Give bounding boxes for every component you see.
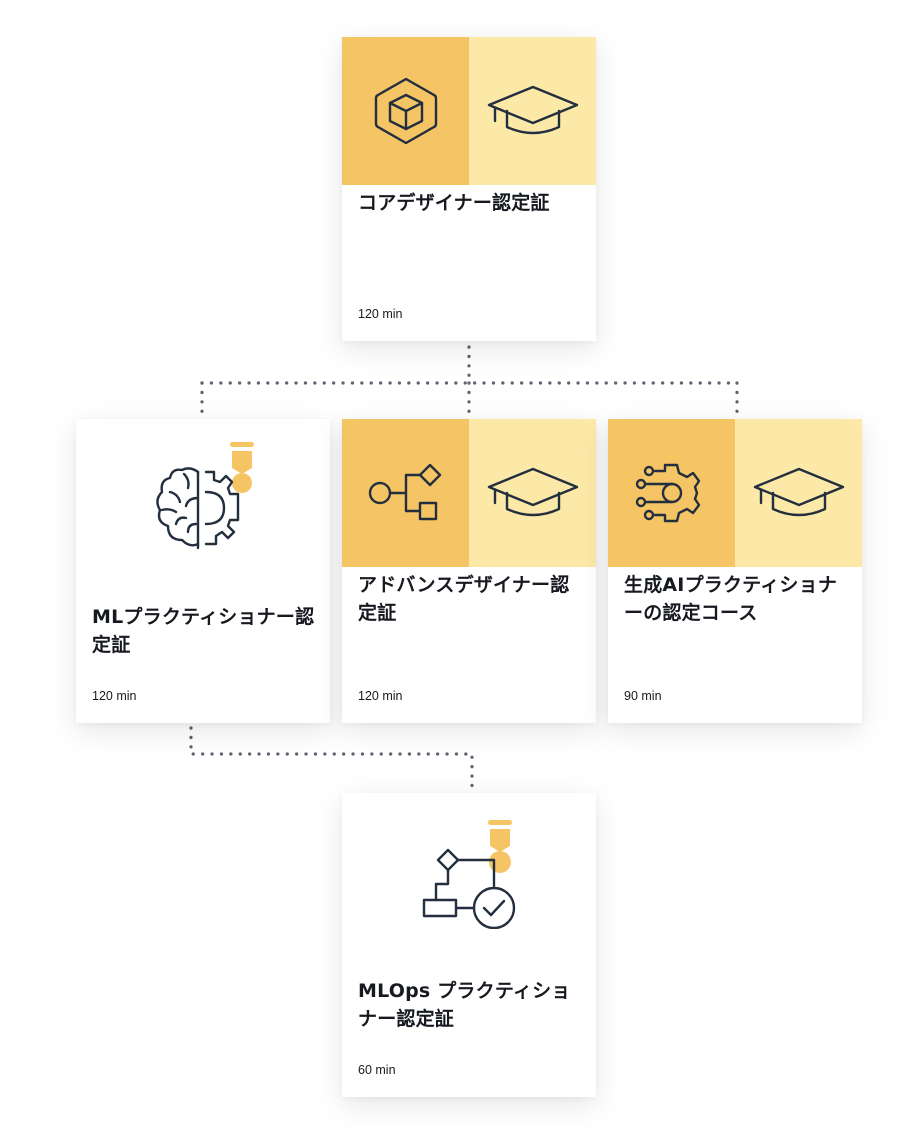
category-icon-panel	[608, 419, 735, 567]
card-genai-practitioner[interactable]: 生成AIプラクティショナーの認定コース 90 min	[608, 419, 862, 723]
workflow-check-icon	[422, 819, 516, 929]
card-mlops-practitioner[interactable]: MLOps プラクティショナー認定証 60 min	[342, 793, 596, 1097]
card-duration: 120 min	[358, 689, 403, 703]
brain-gear-icon	[156, 442, 254, 550]
category-icon-panel	[342, 419, 469, 567]
circuit-gear-icon	[635, 463, 700, 523]
flow-branch-icon	[368, 463, 441, 521]
card-header	[608, 419, 862, 567]
cube-hexagon-icon	[374, 77, 437, 145]
badge-icon-area	[76, 419, 330, 567]
card-ml-practitioner[interactable]: MLプラクティショナー認定証 120 min	[76, 419, 330, 723]
graduation-cap-icon	[487, 467, 578, 517]
card-duration: 90 min	[624, 689, 662, 703]
card-title: アドバンスデザイナー認定証	[358, 574, 570, 624]
type-icon-panel	[469, 37, 596, 185]
card-title: MLOps プラクティショナー認定証	[358, 980, 571, 1030]
medal-icon	[230, 442, 254, 447]
graduation-cap-icon	[487, 85, 578, 135]
category-icon-panel	[342, 37, 469, 185]
card-duration: 60 min	[358, 1063, 396, 1077]
medal-icon	[488, 819, 512, 825]
card-title: 生成AIプラクティショナーの認定コース	[624, 574, 838, 624]
badge-icon-area	[342, 793, 596, 941]
card-advanced-designer[interactable]: アドバンスデザイナー認定証 120 min	[342, 419, 596, 723]
card-title: MLプラクティショナー認定証	[92, 606, 315, 656]
card-title: コアデザイナー認定証	[358, 192, 550, 214]
card-header	[342, 419, 596, 567]
connector-ml-to-mlops	[189, 726, 474, 792]
card-core-designer[interactable]: コアデザイナー認定証 120 min	[342, 37, 596, 341]
graduation-cap-icon	[753, 467, 844, 517]
card-header	[342, 37, 596, 185]
card-duration: 120 min	[358, 307, 403, 321]
type-icon-panel	[469, 419, 596, 567]
type-icon-panel	[735, 419, 862, 567]
card-duration: 120 min	[92, 689, 137, 703]
